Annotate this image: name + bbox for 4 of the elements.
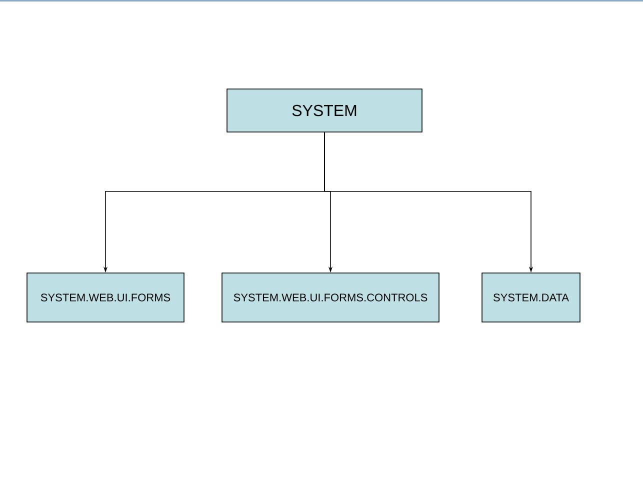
process-box: SYSTEM: [226, 88, 422, 132]
process-box: SYSTEM.DATA: [482, 272, 580, 322]
process-box: SYSTEM.WEB.UI.FORMS: [26, 272, 184, 322]
process-box: SYSTEM.WEB.UI.FORMS.CONTROLS: [222, 272, 440, 322]
